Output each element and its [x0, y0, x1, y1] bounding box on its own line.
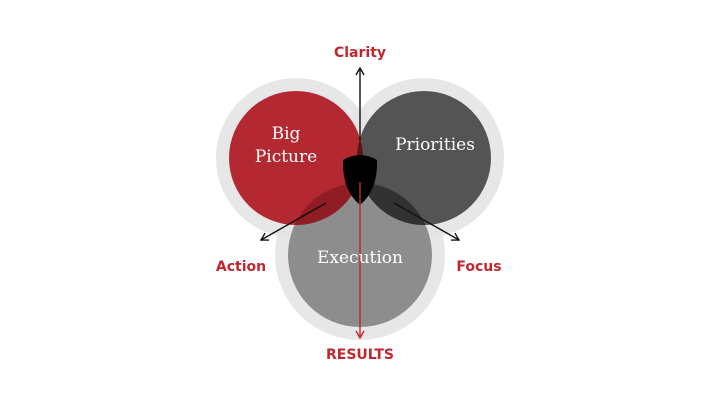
center-overlap [342, 155, 378, 205]
execution-label: Execution [317, 248, 403, 268]
action-arrow [259, 202, 327, 241]
big-picture-label-line2: Picture [255, 147, 317, 167]
priorities-label: Priorities [395, 135, 475, 155]
results-label: RESULTS [326, 347, 394, 363]
big-picture-label-line1: Big [272, 124, 301, 144]
focus-label: Focus [456, 259, 501, 275]
action-label: Action [216, 259, 266, 275]
clarity-label: Clarity [334, 45, 386, 61]
focus-arrow [393, 202, 461, 241]
